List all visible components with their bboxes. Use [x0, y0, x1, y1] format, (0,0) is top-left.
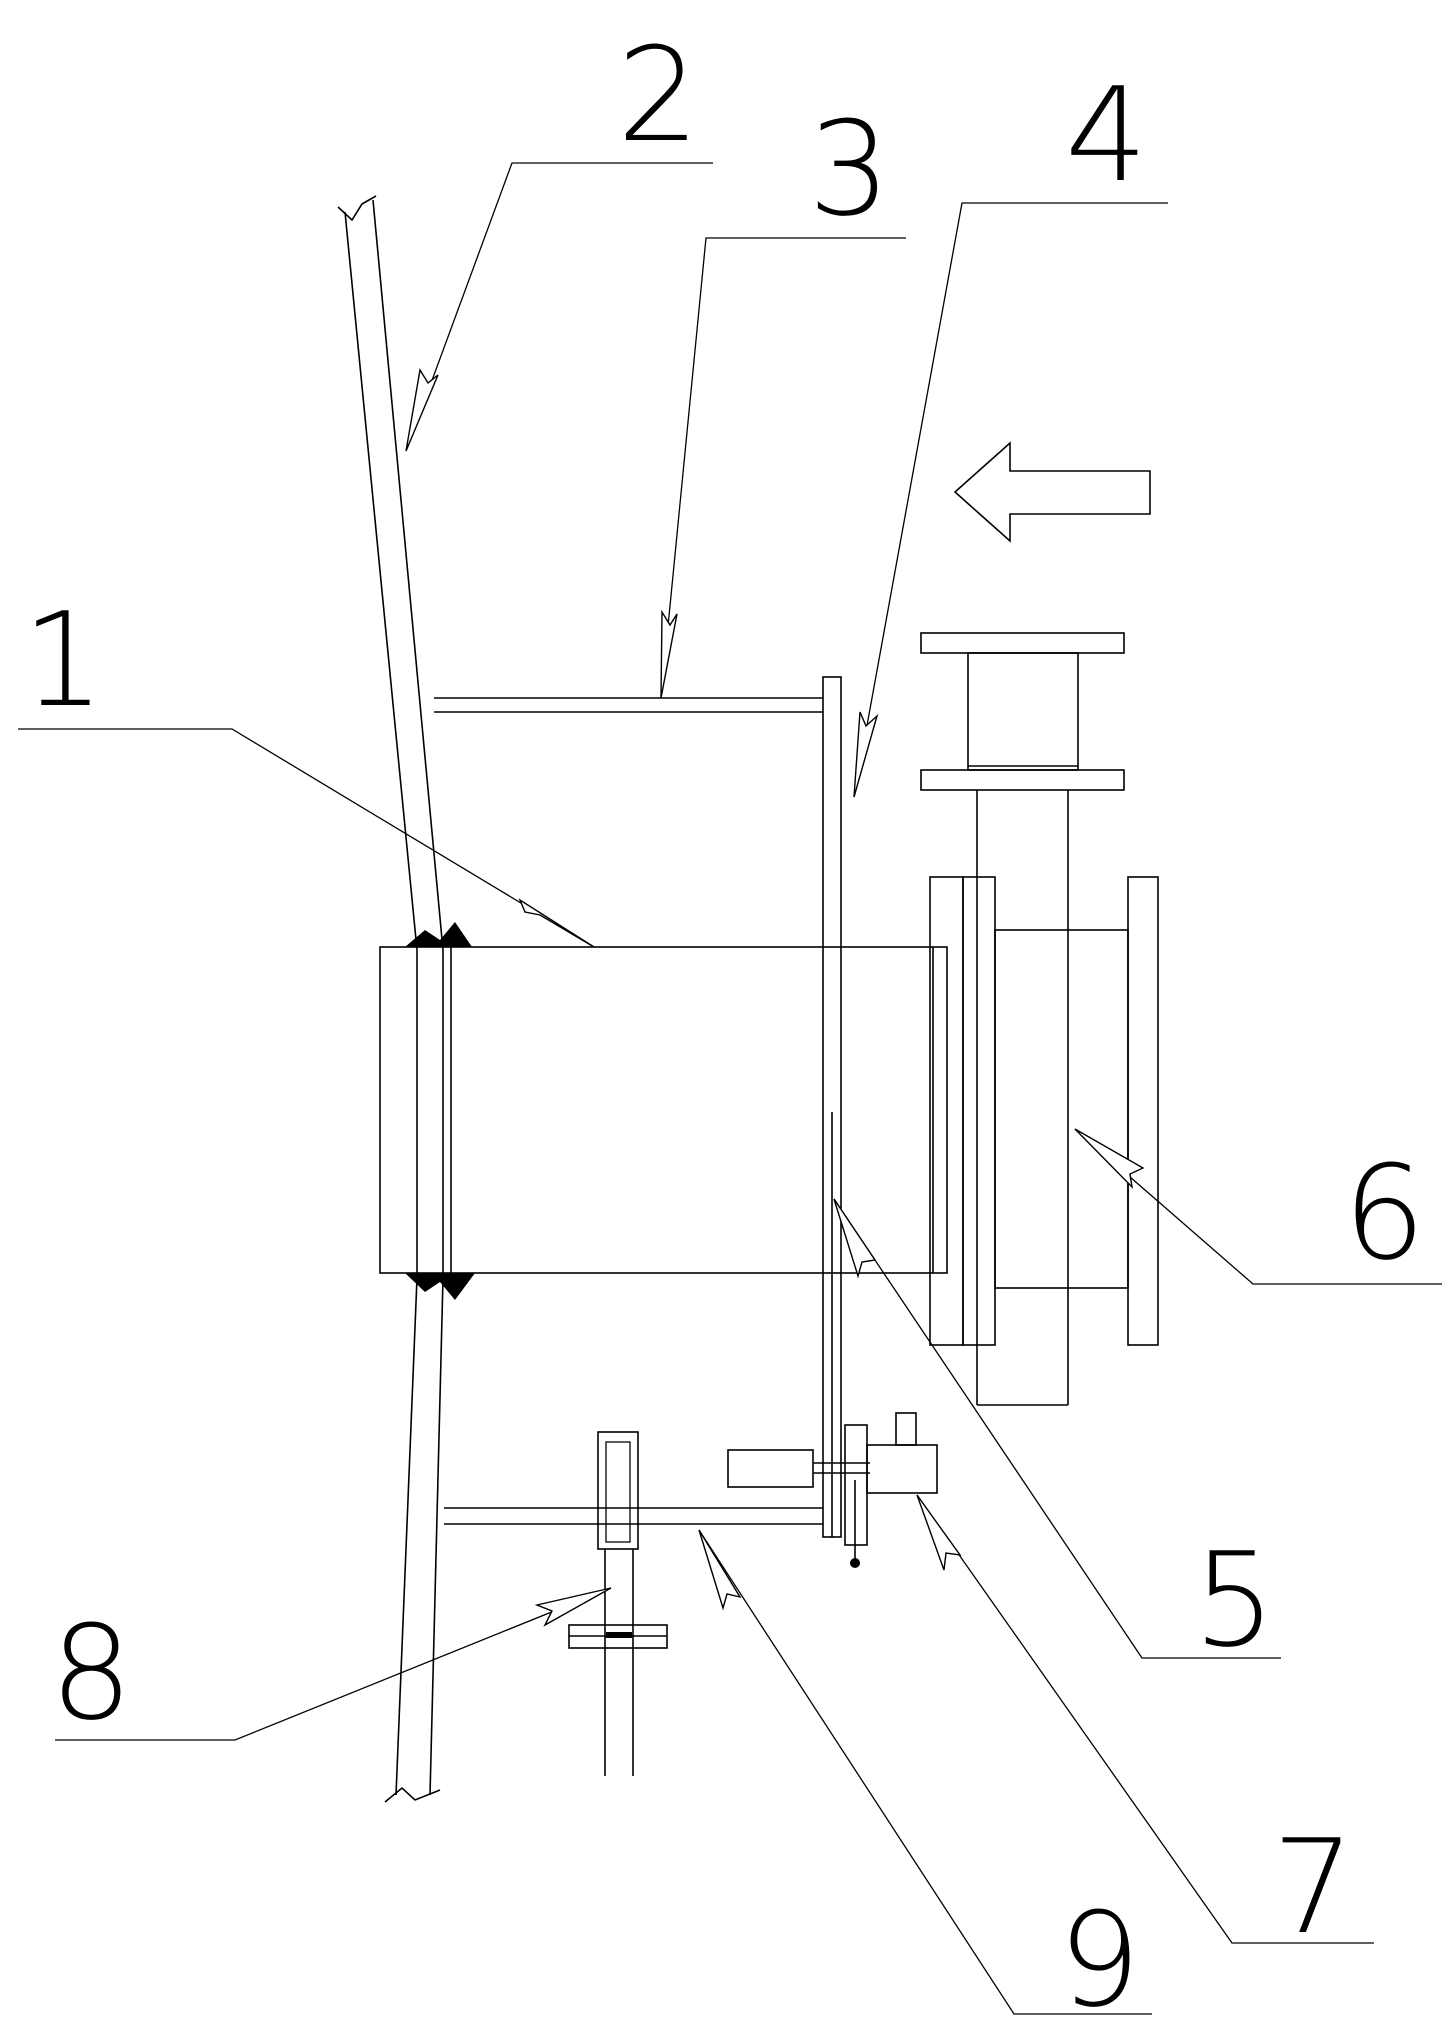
leader-7: [916, 1494, 1374, 1944]
vertical-plate: [822, 676, 842, 1538]
leader-6: [1074, 1128, 1442, 1285]
label-9: 9: [1058, 1884, 1141, 2027]
leader-2: [405, 162, 713, 452]
lower-support-bar: [444, 1507, 823, 1525]
label-3: 3: [808, 93, 891, 245]
upper-support-bar: [434, 697, 823, 713]
leader-4: [853, 202, 1168, 798]
leader-3: [660, 237, 906, 699]
valve-assembly: [920, 632, 1159, 1406]
actuator-motor: [727, 1412, 938, 1568]
label-2: 2: [617, 19, 700, 171]
inclined-pole: [337, 195, 444, 1803]
leader-5: [833, 1198, 1281, 1659]
flow-direction-arrow-icon: [953, 441, 1151, 543]
main-cylinder: [379, 922, 948, 1300]
label-4: 4: [1065, 59, 1148, 211]
label-6: 6: [1343, 1137, 1426, 1289]
leader-9: [698, 1529, 1152, 2015]
leader-lines: [18, 162, 1442, 2015]
leader-1: [18, 728, 595, 948]
part-labels: 1 2 3 4 5 6 7 8 9: [22, 19, 1426, 2027]
label-7: 7: [1272, 1811, 1355, 1963]
label-8: 8: [50, 1597, 133, 1749]
leader-8: [55, 1587, 612, 1741]
clamp-handle: [568, 1431, 668, 1776]
label-5: 5: [1193, 1524, 1276, 1676]
label-1: 1: [22, 584, 105, 736]
